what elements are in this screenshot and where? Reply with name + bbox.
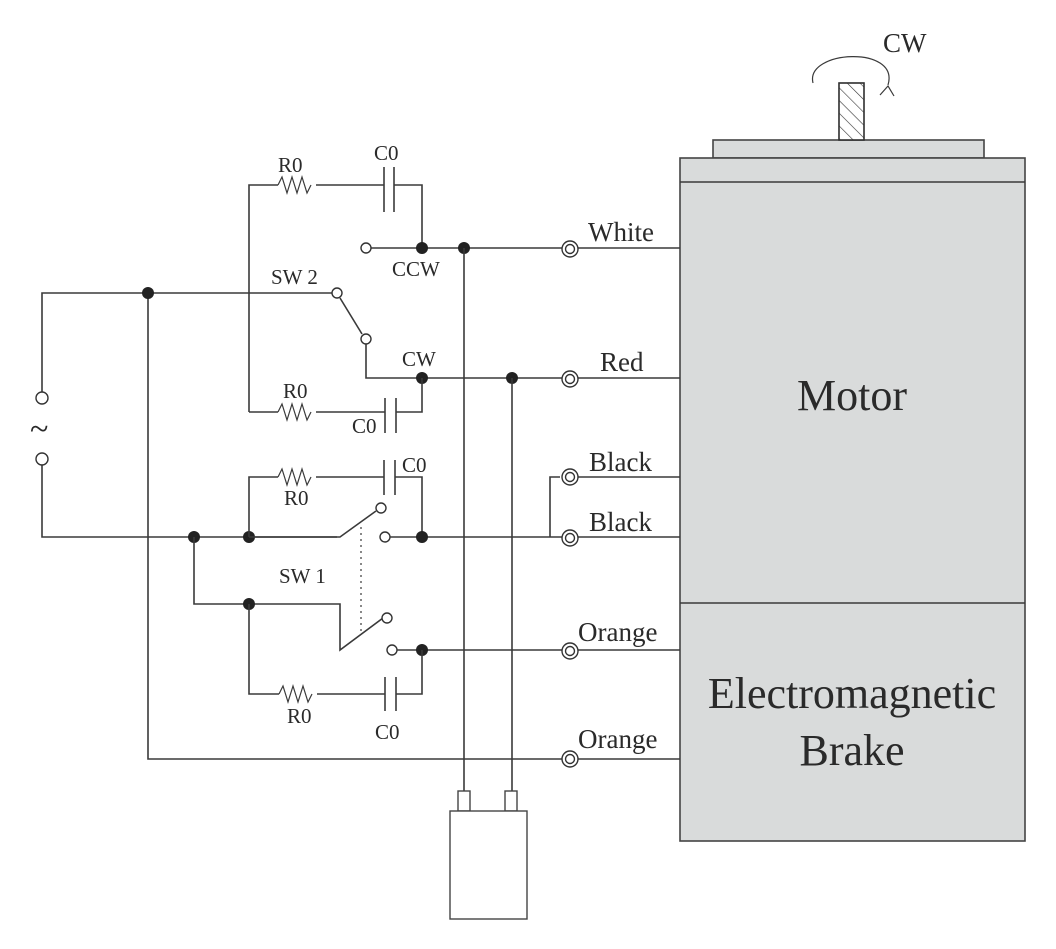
wire-source-top <box>41 292 337 398</box>
lead-label-red: Red <box>600 347 644 377</box>
wire-rc-left <box>248 184 278 412</box>
rotation-arrowhead-icon <box>879 84 895 97</box>
lead-label-black-1: Black <box>589 447 652 477</box>
power-source: ~ <box>30 292 337 538</box>
wire <box>394 184 423 248</box>
motor-housing <box>679 157 1026 842</box>
motor-assembly: CW Motor Electromagnetic Brake <box>679 28 1026 842</box>
rotation-direction-label: CW <box>883 28 927 58</box>
lead-white: White <box>561 217 680 258</box>
lead-label-white: White <box>588 217 654 247</box>
junction-dot <box>142 287 154 299</box>
lead-label-orange-2: Orange <box>578 724 657 754</box>
terminal-inner <box>564 645 576 657</box>
wire-red-lead <box>365 344 565 379</box>
ccw-contact <box>360 242 372 254</box>
lead-terminals: White Red Black Black Orange <box>549 217 680 768</box>
brake-label-line1: Electromagnetic <box>708 669 996 718</box>
wire <box>396 378 423 413</box>
sw2-section: R0 C0 CCW SW 2 CW R0 C0 <box>248 141 565 438</box>
rotation-arrow-icon <box>812 56 890 86</box>
lead-label-black-2: Black <box>589 507 652 537</box>
sw1-lower-contact-a <box>381 612 393 624</box>
junction-dot <box>416 531 428 543</box>
motor-flange <box>712 139 985 159</box>
ac-source-icon: ~ <box>30 411 48 448</box>
capacitor-body <box>449 810 528 920</box>
c0-sw1-lower-label: C0 <box>375 720 400 744</box>
lead-orange-2: Orange <box>561 724 680 768</box>
source-terminal-top <box>35 391 49 405</box>
source-terminal-bottom <box>35 452 49 466</box>
wire-to-brake-orange-2 <box>147 293 565 760</box>
resistor-r0-sw1-lower-icon <box>278 683 313 705</box>
sw2-common-contact <box>331 287 343 299</box>
r0-top-label: R0 <box>278 153 303 177</box>
cw-label: CW <box>402 347 436 371</box>
c0-sw1-upper-label: C0 <box>402 453 427 477</box>
sw2-label: SW 2 <box>271 265 318 289</box>
shaft-hatching <box>838 82 865 141</box>
wire <box>396 650 423 695</box>
r0-mid-label: R0 <box>283 379 308 403</box>
motor-label: Motor <box>797 371 907 420</box>
wire <box>395 476 423 537</box>
lead-black-2: Black <box>561 507 680 547</box>
capacitor-terminal-left <box>457 790 471 812</box>
sw1-lower-contact-b <box>386 644 398 656</box>
sw1-upper-contact-a <box>375 502 387 514</box>
sw2-cw-contact <box>360 333 372 345</box>
terminal-inner <box>564 471 576 483</box>
terminal-inner <box>564 753 576 765</box>
terminal-inner <box>564 373 576 385</box>
sw1-label: SW 1 <box>279 564 326 588</box>
terminal-inner <box>564 243 576 255</box>
sw1-lower-lever <box>193 537 384 652</box>
lead-label-orange-1: Orange <box>578 617 657 647</box>
sw2-lever <box>339 297 363 335</box>
r0-sw1-lower-label: R0 <box>287 704 312 728</box>
sw1-section: R0 C0 SW 1 R0 C0 <box>188 453 565 744</box>
wire <box>248 604 279 695</box>
external-capacitor <box>449 790 528 920</box>
r0-sw1-upper-label: R0 <box>284 486 309 510</box>
terminal-inner <box>564 532 576 544</box>
resistor-r0-top-icon <box>277 174 312 196</box>
wire-source-bottom <box>41 459 337 538</box>
c0-mid-label: C0 <box>352 414 377 438</box>
lead-black-1: Black <box>561 447 680 486</box>
sw1-upper-lever <box>249 510 377 538</box>
black-lead-link <box>549 476 560 537</box>
brake-label-line2: Brake <box>799 726 904 775</box>
resistor-r0-sw1-upper-icon <box>277 466 312 488</box>
c0-top-label: C0 <box>374 141 399 165</box>
capacitor-terminal-right <box>504 790 518 812</box>
wire <box>248 476 278 537</box>
junction-dot <box>416 242 428 254</box>
ccw-label: CCW <box>392 257 440 281</box>
resistor-r0-mid-icon <box>277 401 312 423</box>
lead-red: Red <box>561 347 680 388</box>
lead-orange-1: Orange <box>561 617 680 660</box>
sw1-upper-contact-b <box>379 531 391 543</box>
